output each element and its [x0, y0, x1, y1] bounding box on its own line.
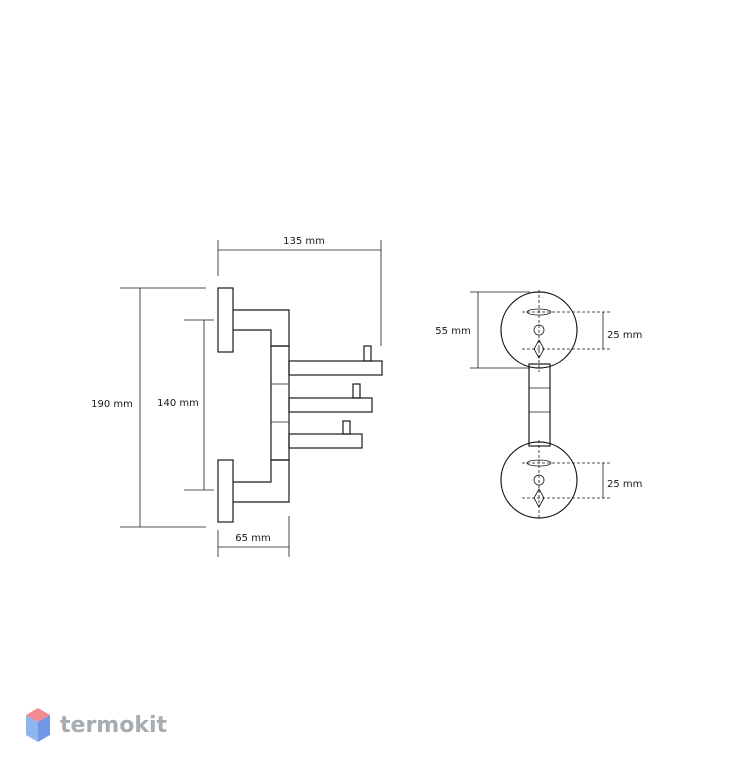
top-screw-slot-2 [533, 339, 545, 359]
bottom-arm [233, 459, 290, 503]
top-screw-slot-1 [526, 308, 552, 316]
hook-pin-1 [363, 345, 372, 362]
bottom-center-hole [533, 474, 545, 486]
bottom-screw-slot-2 [533, 488, 545, 508]
dim-label-190: 190 mm [91, 399, 133, 410]
top-wall-plate [217, 287, 234, 353]
top-center-hole [533, 324, 545, 336]
cube-logo-icon [26, 708, 50, 742]
front-view [500, 290, 612, 520]
hook-arm-2 [288, 397, 373, 413]
hook-arm-1 [288, 360, 383, 376]
dim-label-140: 140 mm [157, 398, 199, 409]
side-view [217, 287, 383, 523]
front-column [528, 363, 551, 447]
top-arm [233, 309, 290, 347]
hook-pin-3 [342, 420, 351, 435]
dimension-55: 55 mm [435, 291, 530, 369]
dimension-25-top: 25 mm [602, 312, 642, 349]
bottom-screw-slot-1 [526, 459, 552, 467]
dimension-190: 190 mm [91, 287, 206, 528]
dim-label-65: 65 mm [235, 533, 270, 544]
termokit-logo: termokit [24, 706, 167, 744]
hook-arm-3 [288, 433, 363, 449]
dim-label-55: 55 mm [435, 326, 470, 337]
dimension-140: 140 mm [157, 319, 214, 491]
brand-name: termokit [60, 712, 168, 738]
dimension-65: 65 mm [217, 516, 290, 557]
vertical-column [270, 345, 290, 461]
hook-pin-2 [352, 383, 361, 399]
dim-label-25-top: 25 mm [607, 330, 642, 341]
bottom-wall-plate [217, 459, 234, 523]
dimension-25-bottom: 25 mm [602, 463, 642, 498]
dim-label-135: 135 mm [283, 236, 325, 247]
dim-label-25-bottom: 25 mm [607, 479, 642, 490]
dimension-135: 135 mm [217, 236, 382, 346]
